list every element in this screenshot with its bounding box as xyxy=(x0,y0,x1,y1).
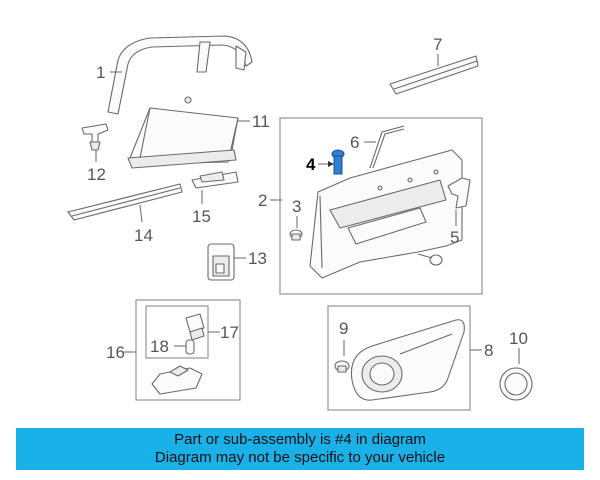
part-14-sill-trim[interactable] xyxy=(67,183,183,221)
callout-10[interactable]: 10 xyxy=(509,329,528,348)
callout-9[interactable]: 9 xyxy=(339,319,348,338)
part-18-bulb[interactable] xyxy=(185,339,195,355)
banner-line-1: Part or sub-assembly is #4 in diagram xyxy=(174,431,426,448)
part-17-lamp-socket[interactable] xyxy=(185,313,205,341)
callout-15[interactable]: 15 xyxy=(192,207,211,226)
part-1-window-molding[interactable] xyxy=(107,35,253,115)
part-6-rod[interactable] xyxy=(369,125,405,169)
part-11-sun-shade[interactable] xyxy=(127,96,239,169)
part-12-clip[interactable] xyxy=(81,123,109,151)
part-7-belt-molding[interactable] xyxy=(389,55,479,95)
part-3-screw[interactable] xyxy=(289,229,303,241)
part-5-bracket[interactable] xyxy=(447,177,471,209)
callout-5[interactable]: 5 xyxy=(450,228,459,247)
callout-3[interactable]: 3 xyxy=(292,197,301,216)
part-2-door-panel[interactable] xyxy=(309,149,463,279)
callout-17[interactable]: 17 xyxy=(220,323,239,342)
banner-line-2: Diagram may not be specific to your vehi… xyxy=(154,449,446,466)
callout-13[interactable]: 13 xyxy=(248,249,267,268)
part-10-trim-ring[interactable] xyxy=(499,367,533,401)
speaker-group-box xyxy=(327,305,471,411)
callout-4[interactable]: 4 xyxy=(306,155,316,174)
part-4-fastener-highlighted[interactable] xyxy=(331,149,345,175)
part-13-switch[interactable] xyxy=(207,243,235,281)
part-16-group-box xyxy=(135,299,241,401)
callout-6[interactable]: 6 xyxy=(350,133,359,152)
door-bolt[interactable] xyxy=(417,253,443,266)
callout-11[interactable]: 11 xyxy=(252,112,270,131)
callout-16[interactable]: 16 xyxy=(106,343,125,362)
callout-8[interactable]: 8 xyxy=(484,341,493,360)
leader-14 xyxy=(139,204,143,223)
part-9-push-clip[interactable] xyxy=(334,360,350,373)
callout-1[interactable]: 1 xyxy=(96,63,105,82)
callout-7[interactable]: 7 xyxy=(433,35,442,54)
arrow-4-icon xyxy=(328,161,334,167)
part-16-lamp-housing[interactable] xyxy=(151,365,203,395)
info-banner: Part or sub-assembly is #4 in diagram Di… xyxy=(16,428,584,470)
callout-12[interactable]: 12 xyxy=(87,165,106,184)
callout-2[interactable]: 2 xyxy=(258,191,267,210)
door-panel-group-box xyxy=(279,117,483,295)
callout-18[interactable]: 18 xyxy=(150,337,169,356)
part-15-bracket[interactable] xyxy=(191,171,239,189)
callout-14[interactable]: 14 xyxy=(134,226,153,245)
part-8-speaker-grille[interactable] xyxy=(350,319,465,401)
